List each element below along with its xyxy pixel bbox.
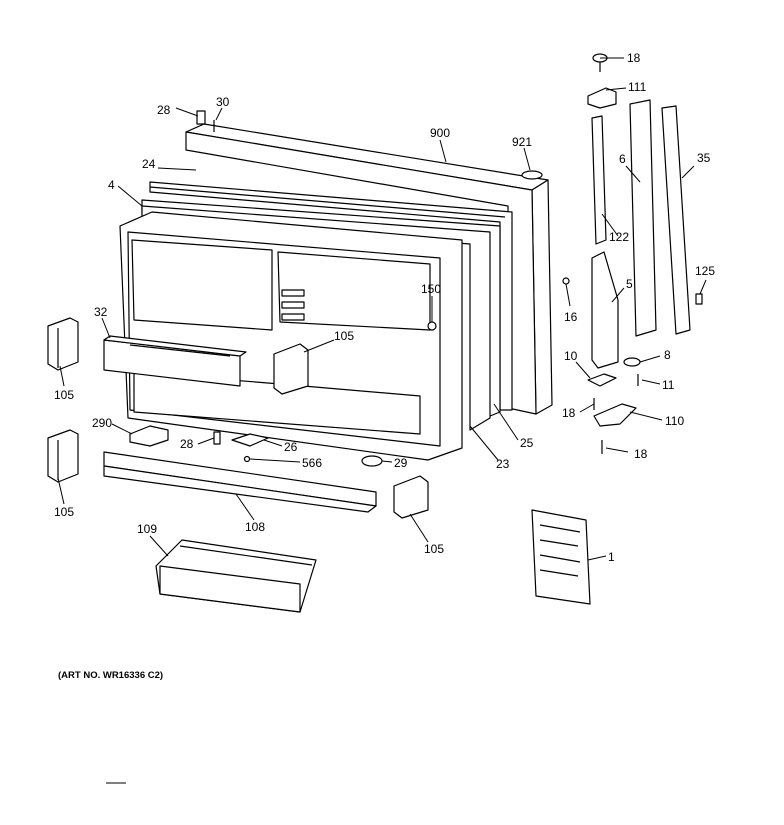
- label-35: 35: [697, 151, 711, 165]
- liner-shelf-ribs: [281, 289, 305, 321]
- label-122: 122: [609, 230, 629, 244]
- screw-28-top: [196, 110, 206, 125]
- handle-6: [629, 99, 657, 337]
- manual-booklet-1: [531, 509, 591, 605]
- end-cap-105-right: [393, 475, 429, 519]
- art-number: (ART NO. WR16336 C2): [58, 670, 163, 681]
- screw-566: [243, 455, 251, 463]
- hinge-110: [593, 403, 637, 427]
- label-4: 4: [108, 178, 115, 192]
- end-cap-105-center: [273, 343, 309, 395]
- label-23: 23: [496, 457, 510, 471]
- label-10: 10: [564, 349, 578, 363]
- door-liner-23: [119, 211, 463, 461]
- bushing-8: [623, 357, 641, 367]
- hinge-bracket-5: [591, 251, 619, 369]
- label-16: 16: [564, 310, 578, 324]
- label-290: 290: [92, 416, 112, 430]
- label-110: 110: [665, 414, 684, 428]
- spacer-125: [695, 293, 703, 305]
- label-921: 921: [512, 135, 532, 149]
- leader-lines: [57, 57, 707, 784]
- label-900: 900: [430, 126, 450, 140]
- door-stop-290: [129, 425, 169, 447]
- label-18-bottom: 18: [634, 447, 648, 461]
- end-cap-105-left-bottom: [47, 429, 79, 483]
- label-125: 125: [695, 264, 715, 278]
- label-11: 11: [662, 378, 675, 392]
- label-105-left-top: 105: [54, 388, 74, 402]
- label-1: 1: [608, 550, 615, 564]
- label-24: 24: [142, 157, 156, 171]
- label-150: 150: [421, 282, 441, 296]
- washer-10: [587, 373, 617, 387]
- handle-trim-35: [661, 105, 691, 335]
- label-109: 109: [137, 522, 157, 536]
- label-28-lower: 28: [180, 437, 194, 451]
- hinge-111: [587, 87, 617, 109]
- label-26: 26: [284, 440, 298, 454]
- screw-28-lower: [213, 431, 221, 445]
- door-shelf-108: [103, 451, 377, 513]
- door-shelf-32: [103, 335, 247, 387]
- label-18-mid: 18: [562, 406, 576, 420]
- label-25: 25: [520, 436, 534, 450]
- bracket-26: [231, 433, 269, 447]
- label-105-center: 105: [334, 329, 354, 343]
- label-5: 5: [626, 277, 633, 291]
- label-18-top: 18: [627, 51, 641, 65]
- label-8: 8: [664, 348, 671, 362]
- label-105-right: 105: [424, 542, 444, 556]
- hinge-bar-122: [591, 115, 607, 245]
- label-105-left-bottom: 105: [54, 505, 74, 519]
- drawer-109: [155, 539, 317, 613]
- screw-18-top: [592, 53, 608, 72]
- label-28-top: 28: [157, 103, 171, 117]
- label-29: 29: [394, 456, 408, 470]
- screw-16: [562, 277, 570, 285]
- label-6: 6: [619, 152, 626, 166]
- grommet-29: [361, 455, 383, 467]
- label-32: 32: [94, 305, 108, 319]
- label-108: 108: [245, 520, 265, 534]
- end-cap-105-left-top: [47, 317, 79, 371]
- label-30: 30: [216, 95, 230, 109]
- plug-150: [427, 321, 437, 331]
- label-566: 566: [302, 456, 322, 470]
- label-111: 111: [628, 80, 647, 94]
